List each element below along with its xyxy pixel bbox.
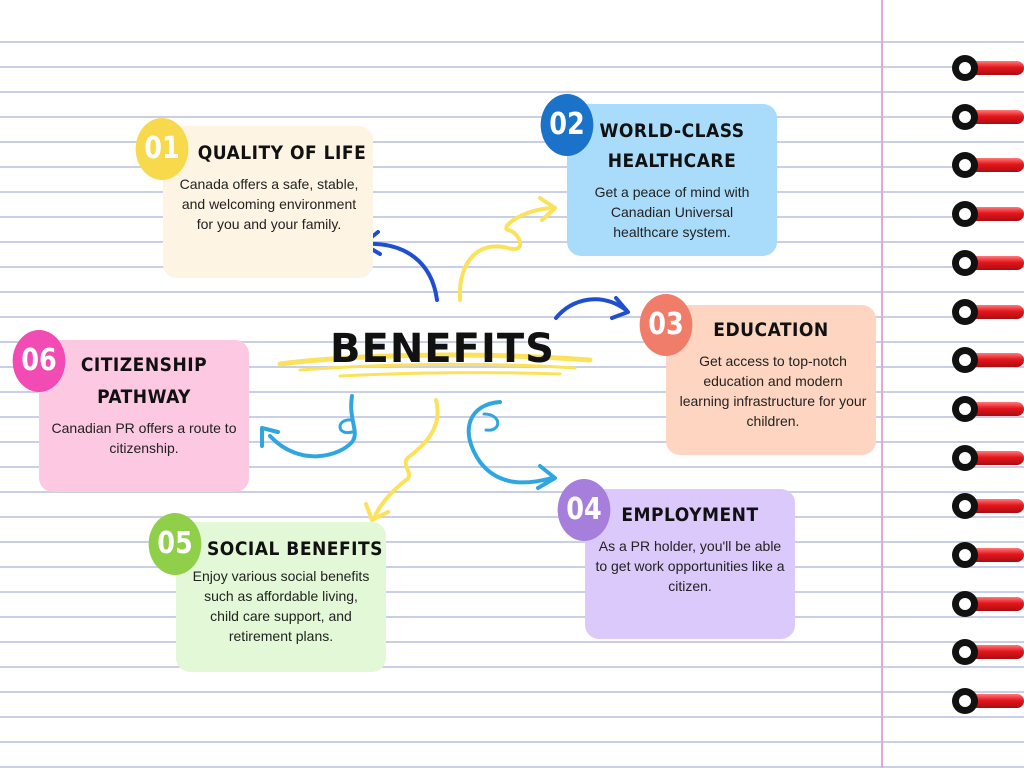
card-body: Enjoy various social benefits such as af… bbox=[192, 568, 370, 644]
card-quality-of-life: QUALITY OF LIFE Canada offers a safe, st… bbox=[163, 126, 373, 278]
spiral-ring bbox=[952, 688, 1024, 715]
card-healthcare: WORLD-CLASS HEALTHCARE Get a peace of mi… bbox=[567, 104, 777, 256]
spiral-ring bbox=[952, 298, 1024, 325]
spiral-ring bbox=[952, 493, 1024, 520]
spiral-ring bbox=[952, 201, 1024, 228]
center-title: BENEFITS bbox=[330, 326, 555, 372]
arrowhead-social-benefits bbox=[364, 502, 390, 522]
arrow-to-social-benefits bbox=[372, 398, 440, 520]
spiral-ring bbox=[952, 249, 1024, 276]
card-title: SOCIAL BENEFITS bbox=[206, 538, 383, 560]
notebook-margin-line bbox=[881, 0, 883, 768]
card-body: Get a peace of mind with Canadian Univer… bbox=[594, 184, 750, 240]
arrow-to-healthcare bbox=[457, 206, 554, 302]
title-highlight bbox=[277, 352, 593, 367]
card-citizenship-pathway: CITIZENSHIP PATHWAY Canadian PR offers a… bbox=[39, 340, 249, 492]
arrowhead-citizenship bbox=[260, 426, 280, 448]
spiral-ring bbox=[952, 590, 1024, 617]
badge-05: 05 bbox=[148, 513, 202, 575]
card-title: EDUCATION bbox=[713, 319, 829, 341]
card-title: HEALTHCARE bbox=[607, 150, 737, 172]
badge-02: 02 bbox=[540, 94, 594, 156]
card-education: EDUCATION Get access to top-notch educat… bbox=[666, 305, 876, 455]
card-title: PATHWAY bbox=[97, 386, 191, 408]
card-body: Canadian PR offers a route to citizenshi… bbox=[51, 420, 237, 456]
card-body: Canada offers a safe, stable, and welcom… bbox=[179, 176, 359, 232]
spiral-ring bbox=[952, 347, 1024, 374]
spiral-ring bbox=[952, 639, 1024, 666]
arrow-to-citizenship bbox=[268, 394, 357, 459]
card-title: QUALITY OF LIFE bbox=[197, 142, 367, 164]
badge-01: 01 bbox=[135, 118, 189, 180]
card-title: WORLD-CLASS bbox=[599, 120, 745, 142]
spiral-ring bbox=[952, 152, 1024, 179]
arrow-to-employment bbox=[466, 400, 554, 485]
arrowhead-education bbox=[610, 296, 630, 320]
arrow-loop-employment bbox=[482, 412, 500, 432]
spiral-ring bbox=[952, 444, 1024, 471]
spiral-ring bbox=[952, 55, 1024, 81]
title-highlight bbox=[338, 371, 562, 378]
arrowhead-employment bbox=[536, 464, 557, 490]
spiral-ring bbox=[952, 103, 1024, 130]
arrow-to-quality-of-life bbox=[363, 241, 439, 302]
arrow-to-education bbox=[554, 297, 628, 320]
card-social-benefits: SOCIAL BENEFITS Enjoy various social ben… bbox=[176, 522, 386, 672]
spiral-ring bbox=[952, 542, 1024, 568]
title-highlight bbox=[298, 362, 577, 372]
badge-04: 04 bbox=[557, 479, 611, 541]
card-body: As a PR holder, you'll be able to get wo… bbox=[595, 538, 785, 594]
card-body: Get access to top-notch education and mo… bbox=[679, 353, 867, 429]
spiral-ring bbox=[952, 395, 1024, 422]
card-employment: EMPLOYMENT As a PR holder, you'll be abl… bbox=[585, 489, 795, 639]
badge-03: 03 bbox=[639, 294, 693, 356]
card-title: CITIZENSHIP bbox=[80, 354, 208, 376]
card-title: EMPLOYMENT bbox=[621, 504, 759, 526]
arrowhead-healthcare bbox=[538, 196, 557, 222]
arrow-loop-citizenship bbox=[338, 418, 354, 435]
badge-06: 06 bbox=[12, 330, 66, 392]
